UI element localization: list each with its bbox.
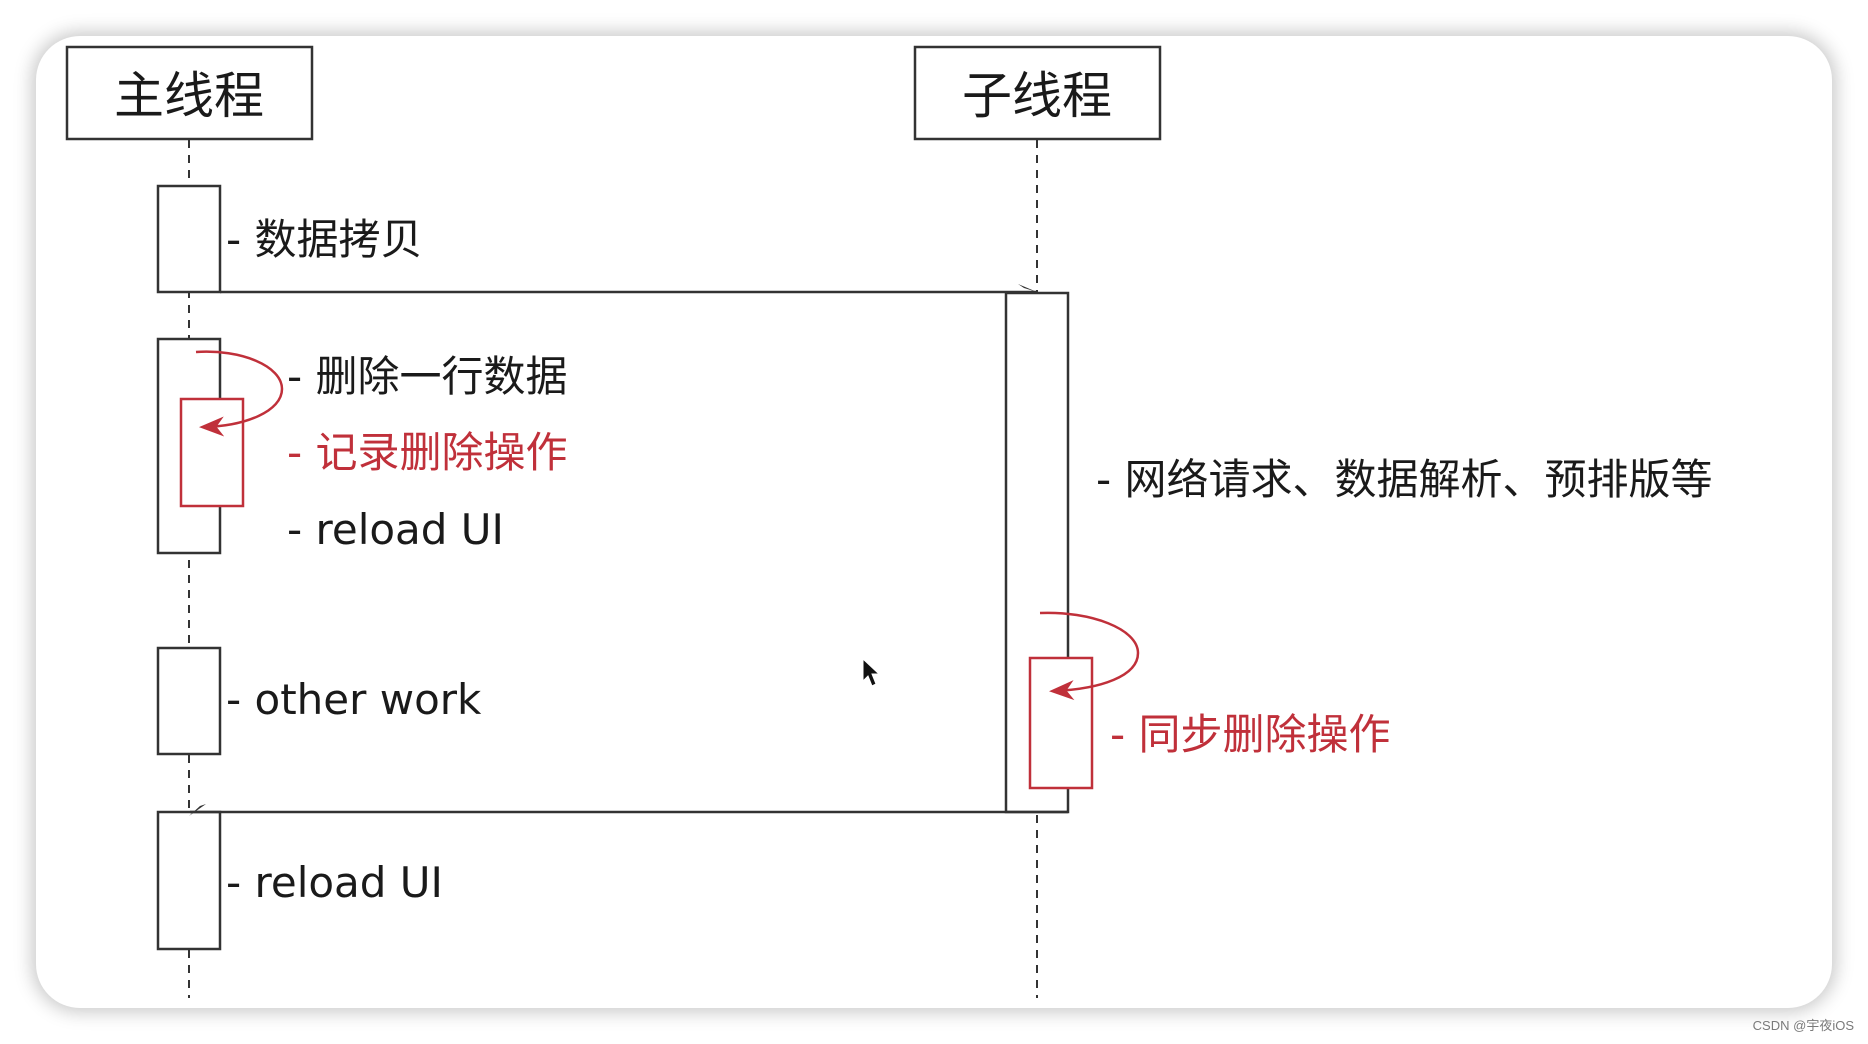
sub-self-call-arrow bbox=[1039, 611, 1140, 701]
sub-sync-delete-activation bbox=[1028, 656, 1094, 790]
note-network: - 网络请求、数据解析、预排版等 bbox=[1096, 455, 1713, 504]
main-activation-copy bbox=[156, 184, 222, 294]
participant-main-label: 主线程 bbox=[114, 67, 264, 125]
sequence-diagram-slide: 主线程 子线程 bbox=[36, 36, 1832, 1008]
main-activation-other-work bbox=[156, 646, 222, 756]
main-self-call-arrow bbox=[195, 350, 284, 437]
participant-sub-thread: 子线程 bbox=[913, 45, 1162, 141]
main-activation-reload bbox=[156, 810, 222, 951]
note-record-delete: - 记录删除操作 bbox=[287, 428, 568, 477]
watermark: CSDN @宇夜iOS bbox=[1752, 1018, 1854, 1033]
message-arrowhead-to-main bbox=[189, 804, 206, 816]
sequence-diagram: 主线程 子线程 bbox=[65, 45, 1713, 998]
main-record-delete-activation bbox=[179, 397, 245, 508]
participant-main-thread: 主线程 bbox=[65, 45, 314, 141]
note-sync-delete: - 同步删除操作 bbox=[1110, 710, 1391, 759]
message-arrowhead-to-sub bbox=[1018, 284, 1037, 292]
note-reload-ui-2: - reload UI bbox=[226, 858, 443, 907]
note-delete-row: - 删除一行数据 bbox=[287, 352, 568, 401]
note-copy: - 数据拷贝 bbox=[226, 215, 423, 264]
note-other-work: - other work bbox=[226, 675, 482, 724]
mouse-cursor-icon bbox=[862, 657, 881, 687]
participant-sub-label: 子线程 bbox=[962, 67, 1112, 125]
note-reload-ui-1: - reload UI bbox=[287, 505, 504, 554]
